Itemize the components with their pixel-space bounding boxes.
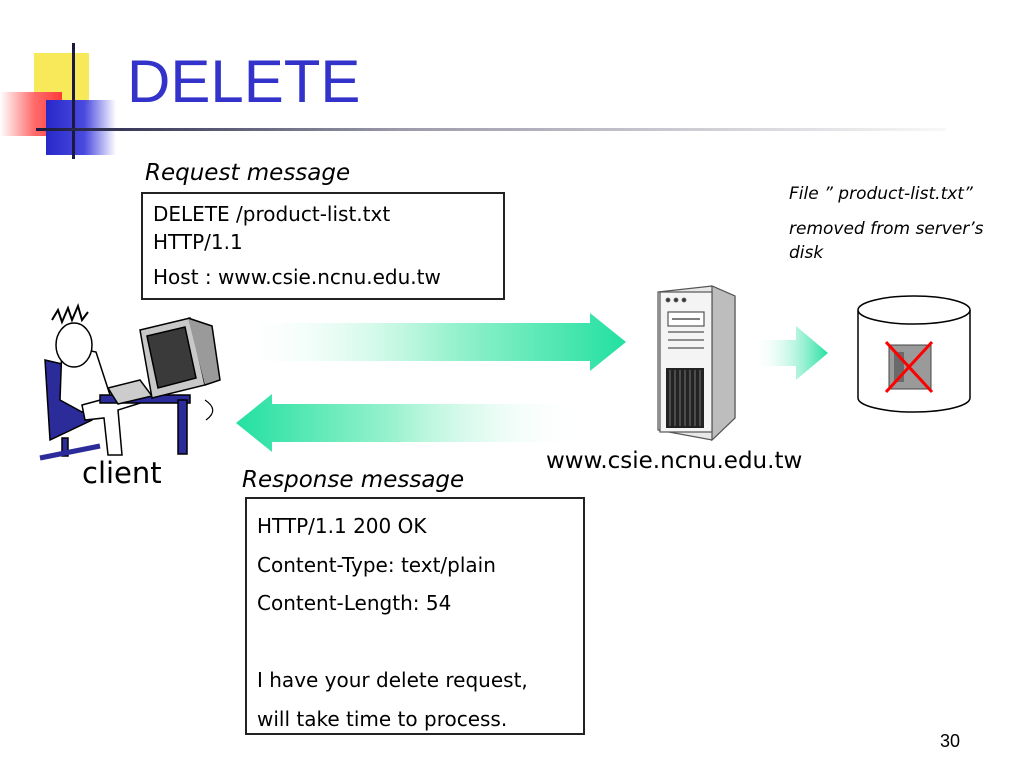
request-caption: Request message [145, 160, 351, 186]
request-version: HTTP/1.1 [153, 230, 243, 254]
client-label: client [82, 456, 162, 490]
response-status-line: HTTP/1.1 200 OK [257, 514, 427, 538]
response-arrow [236, 394, 585, 452]
request-line: DELETE /product-list.txt [153, 202, 391, 226]
request-host-header: Host : www.csie.ncnu.edu.tw [153, 265, 441, 289]
request-arrow [232, 313, 626, 371]
page-title: DELETE [127, 48, 361, 115]
file-note-line: removed from server’s disk [789, 219, 984, 263]
response-content-length: Content-Length: 54 [257, 591, 452, 615]
file-removed-note: File ” product-list.txt” removed from se… [789, 182, 999, 265]
page-number: 30 [940, 731, 961, 751]
response-body-line: will take time to process. [257, 706, 508, 731]
deleted-file-icon [884, 340, 934, 394]
decor-blue-block [46, 100, 116, 155]
response-body-line: I have your delete request, [257, 668, 528, 692]
response-caption: Response message [242, 467, 465, 493]
decor-vertical-line [72, 43, 75, 159]
title-underline [36, 128, 946, 131]
request-message-box: DELETE /product-list.txt HTTP/1.1 Host :… [141, 192, 505, 300]
response-blank-line [257, 623, 573, 662]
response-message-box: HTTP/1.1 200 OK Content-Type: text/plain… [245, 497, 585, 735]
file-note-line: File ” product-list.txt” [789, 184, 973, 204]
server-label: www.csie.ncnu.edu.tw [546, 448, 803, 474]
server-tower-icon [657, 285, 736, 442]
server-to-disk-arrow [752, 326, 828, 380]
response-content-type: Content-Type: text/plain [257, 552, 496, 577]
person-at-computer-icon [39, 303, 221, 461]
